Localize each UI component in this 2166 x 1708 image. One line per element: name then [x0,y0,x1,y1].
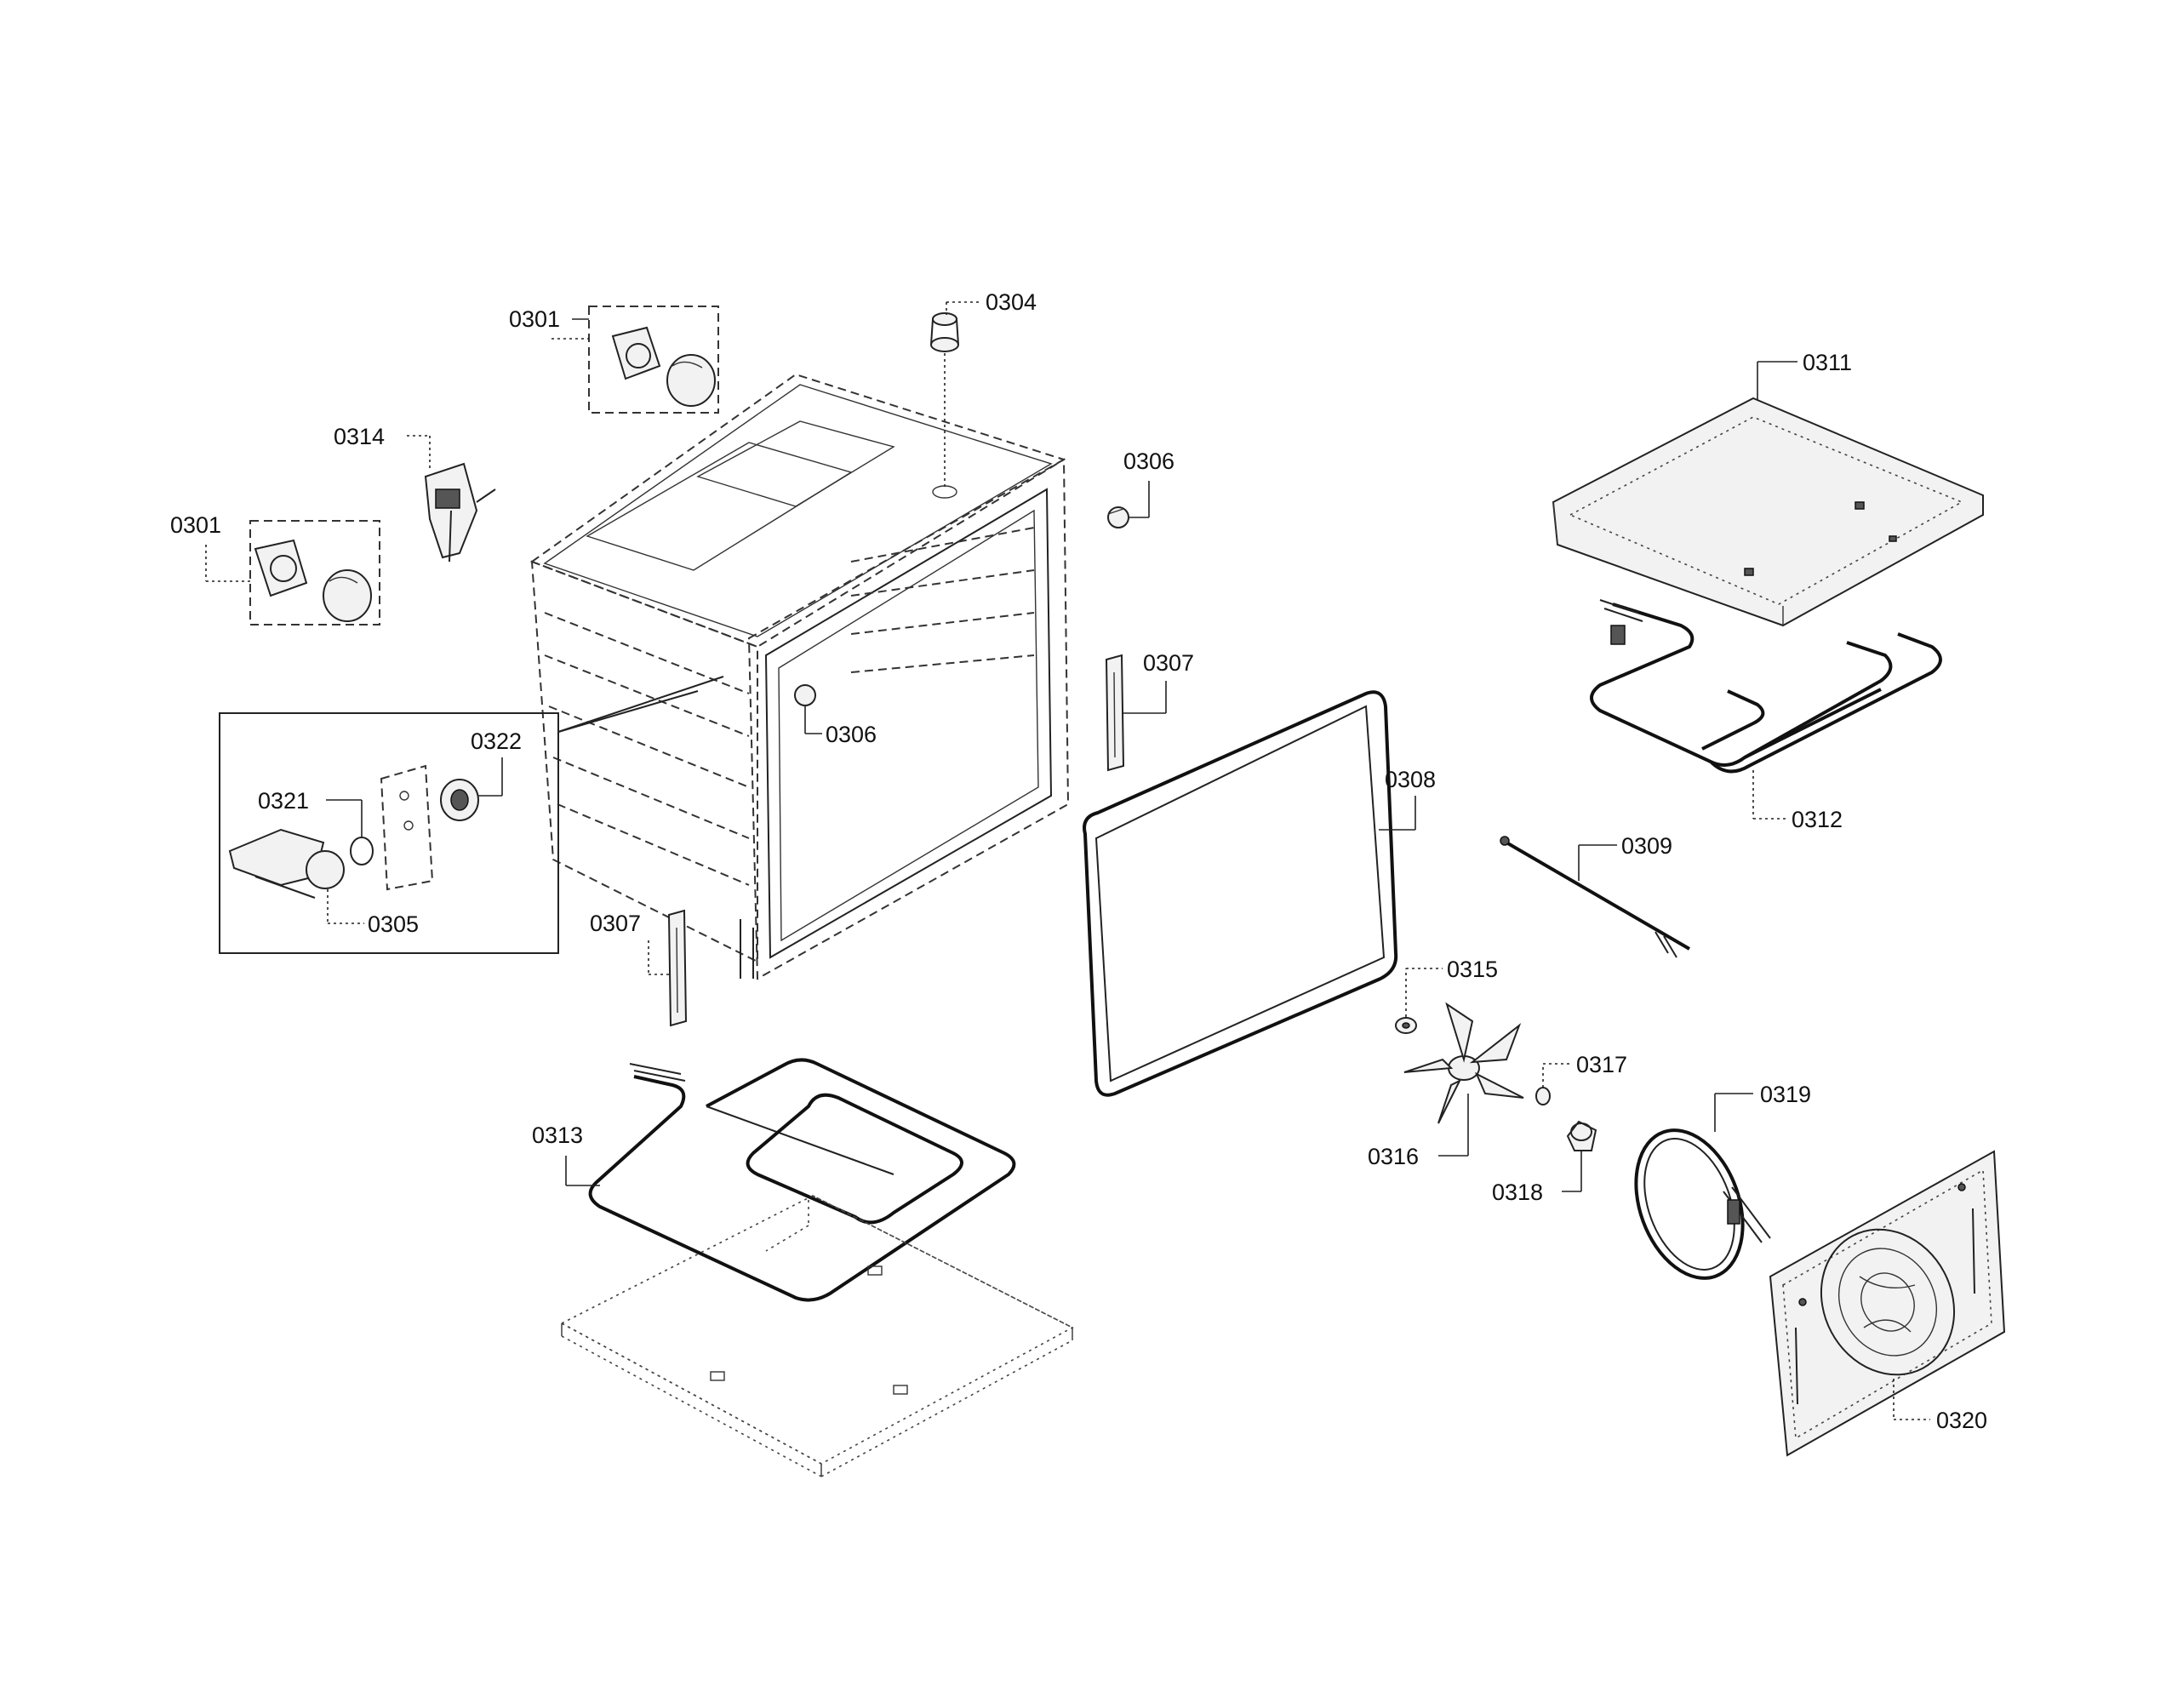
callout-0317: 0317 [1576,1052,1627,1077]
callout-0307-right: 0307 [1143,650,1194,676]
part-0307-right-support [1105,654,1125,772]
part-0304-cap [930,312,959,499]
part-0312-broil-element [1590,599,1942,774]
callout-0313: 0313 [532,1122,583,1148]
callout-0311: 0311 [1803,350,1852,375]
callout-0315: 0315 [1447,957,1498,982]
detail-inset [219,676,724,954]
callout-labels: 0301 0301 0304 0305 0306 0306 0307 0307 … [170,289,1987,1433]
callout-0304: 0304 [986,289,1037,315]
part-0318-nut [1566,1120,1597,1151]
oven-cavity [529,373,1070,980]
callout-0305: 0305 [368,911,419,937]
part-0314-switch [407,435,496,563]
part-0320-fan-cover [1769,1150,2006,1457]
callout-0316: 0316 [1368,1144,1419,1169]
leader-lines [205,301,1930,1420]
part-0306-plug-interior [794,684,816,706]
part-0301-upper-lamp [588,306,719,414]
callout-0318: 0318 [1492,1180,1543,1205]
part-0309-rod [1500,836,1691,958]
part-0319-convection-element [1634,1128,1771,1280]
part-0307-left-support [667,909,688,1027]
part-0317-small-washer [1535,1087,1551,1105]
part-0311-top-shield [1552,397,1984,627]
callout-0301-lower: 0301 [170,512,221,538]
callout-0321: 0321 [258,788,309,814]
callout-0308: 0308 [1385,767,1436,792]
part-0316-fan-blade [1403,1002,1524,1124]
callout-0319: 0319 [1760,1082,1811,1107]
part-0308-door-gasket [1083,690,1398,1097]
callout-0301-upper: 0301 [509,306,560,332]
callout-0312: 0312 [1792,807,1843,832]
callout-0322: 0322 [471,728,522,754]
bottom-panel [560,1195,1074,1477]
callout-0307-left: 0307 [590,911,641,936]
callout-0306-top: 0306 [1123,448,1174,474]
callout-0309: 0309 [1621,833,1672,859]
part-0306-plug-top [1107,506,1129,528]
callout-0314: 0314 [334,424,385,449]
part-0313-bake-element [588,1058,1016,1302]
part-0315-washer [1395,1017,1417,1034]
callout-0320: 0320 [1936,1408,1987,1433]
part-0301-lower-lamp [249,520,380,626]
callout-0306-interior: 0306 [826,722,877,747]
